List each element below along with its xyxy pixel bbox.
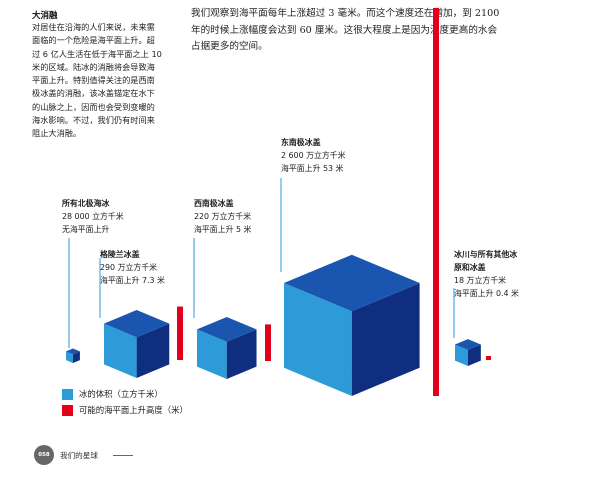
sidebar-title: 大消融: [32, 11, 58, 21]
label-title: 东南极冰盖: [281, 138, 321, 147]
cube-right-glaciers-and-other-ice: [467, 344, 481, 366]
sidebar-line: 阻止大消融。: [32, 128, 82, 139]
cube-front-arctic-sea-ice: [66, 351, 73, 363]
label-title: 格陵兰冰盖: [100, 250, 140, 259]
sidebar-line: 对居住在沿海的人们来说，未来需: [32, 22, 155, 32]
label-rise: 海平面上升 5 米: [194, 225, 252, 234]
label-west-antarctic-ice-sheet: 西南极冰盖 220 万立方千米 海平面上升 5 米: [194, 197, 251, 236]
legend-volume-label: 冰的体积（立方千米）: [79, 389, 163, 399]
label-greenland-ice-sheet: 格陵兰冰盖 290 万立方千米 海平面上升 7.3 米: [100, 248, 165, 287]
label-volume: 2 600 万立方千米: [281, 151, 346, 160]
cube-right-arctic-sea-ice: [72, 351, 80, 363]
rise-bar-glaciers-and-other-ice: [486, 356, 491, 360]
legend-rise: 可能的海平面上升高度（米）: [62, 404, 188, 416]
page-number-badge: 058: [34, 445, 54, 465]
sidebar-line: 面临的一个危险是海平面上升。超: [32, 35, 155, 46]
main-line: 占据更多的空间。: [191, 41, 268, 52]
label-title: 原和冰盖: [454, 263, 486, 272]
main-line: 我们观察到海平面每年上涨超过 3 毫米。而这个速度还在增加，到 2100: [191, 8, 500, 19]
sidebar-body: 对居住在沿海的人们来说，未来需 面临的一个危险是海平面上升。超 过 6 亿人生活…: [32, 21, 177, 141]
label-rise: 海平面上升 53 米: [281, 164, 344, 173]
sidebar-line: 的山脉之上，因而也会受到变暖的: [32, 101, 155, 112]
cube-front-glaciers-and-other-ice: [455, 344, 468, 366]
rise-bar-east-antarctic-ice-sheet: [433, 8, 439, 396]
main-line: 年的时候上涨幅度会达到 60 厘米。这很大程度上是因为温度更高的水会: [191, 24, 498, 36]
legend-rise-swatch: [62, 404, 73, 416]
label-arctic-sea-ice: 所有北极海冰 28 000 立方千米 无海平面上升: [62, 197, 124, 236]
cube-top-west-antarctic-ice-sheet: [197, 316, 257, 342]
label-title: 西南极冰盖: [194, 199, 234, 208]
label-rise: 无海平面上升: [62, 225, 110, 234]
footer-rule: [113, 455, 133, 456]
cube-top-glaciers-and-other-ice: [455, 339, 481, 350]
label-glaciers-and-other-ice: 冰川与所有其他冰 原和冰盖 18 万立方千米 海平面上升 0.4 米: [454, 248, 519, 300]
cube-front-east-antarctic-ice-sheet: [284, 283, 352, 396]
sidebar-line: 平面上升。特别值得关注的是西南: [32, 75, 155, 86]
cube-right-west-antarctic-ice-sheet: [226, 329, 257, 379]
cube-front-greenland-ice-sheet: [104, 323, 137, 378]
cube-front-west-antarctic-ice-sheet: [197, 329, 227, 379]
label-title: 所有北极海冰: [62, 199, 110, 208]
legend-volume-swatch: [62, 388, 73, 400]
sidebar-line: 海水影响。不过，我们仍有时间来: [32, 115, 155, 126]
sidebar-line: 过 6 亿人生活在低于海平面之上 10: [32, 48, 162, 59]
sidebar-line: 极冰盖的消融，该冰盖锚定在水下: [32, 88, 155, 99]
cube-top-arctic-sea-ice: [66, 348, 80, 355]
cube-right-greenland-ice-sheet: [136, 323, 170, 378]
label-rise: 海平面上升 0.4 米: [454, 289, 519, 298]
legend-volume: 冰的体积（立方千米）: [62, 388, 163, 400]
cube-top-east-antarctic-ice-sheet: [284, 254, 420, 312]
label-east-antarctic-ice-sheet: 东南极冰盖 2 600 万立方千米 海平面上升 53 米: [281, 136, 346, 175]
section-name: 我们的星球: [60, 451, 98, 460]
label-title: 冰川与所有其他冰: [454, 250, 518, 259]
cube-right-east-antarctic-ice-sheet: [351, 283, 420, 396]
rise-bar-west-antarctic-ice-sheet: [265, 324, 271, 361]
label-rise: 海平面上升 7.3 米: [100, 276, 165, 285]
label-volume: 220 万立方千米: [194, 212, 252, 221]
label-volume: 28 000 立方千米: [62, 212, 124, 221]
label-volume: 290 万立方千米: [100, 263, 158, 272]
sidebar-line: 米的区域。陆冰的消融将会导致海: [32, 61, 155, 72]
legend-rise-label: 可能的海平面上升高度（米）: [79, 405, 188, 415]
rise-bar-greenland-ice-sheet: [177, 306, 183, 360]
main-paragraph: 我们观察到海平面每年上涨超过 3 毫米。而这个速度还在增加，到 2100 年的时…: [191, 6, 499, 56]
cube-top-greenland-ice-sheet: [104, 310, 170, 338]
label-volume: 18 万立方千米: [454, 276, 507, 285]
